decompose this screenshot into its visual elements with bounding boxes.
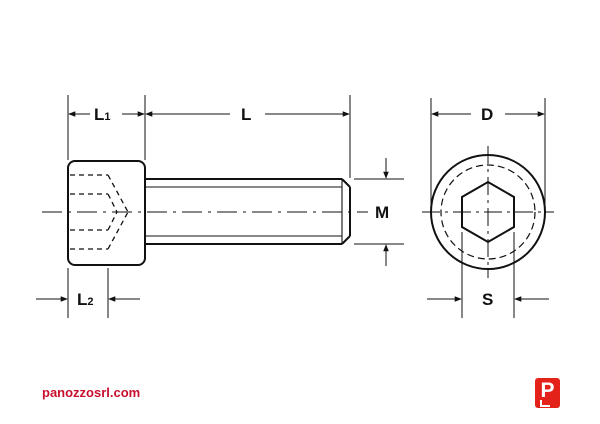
dimension-l1 [67, 95, 146, 160]
screw-head [67, 160, 146, 266]
dimension-l [145, 95, 351, 178]
label-s: S [482, 290, 493, 309]
website-link[interactable]: panozzosrl.com [42, 385, 141, 400]
logo-mark [540, 400, 550, 407]
logo-letter: P [540, 379, 555, 402]
label-m: M [375, 203, 389, 222]
screw-shank [145, 178, 351, 245]
head-chamfer-circle [440, 164, 536, 260]
label-d: D [481, 105, 493, 124]
dimension-s [427, 232, 549, 318]
label-l1: L1 [94, 105, 111, 124]
label-l: L [241, 105, 251, 124]
label-l2: L2 [77, 290, 94, 309]
socket-hidden-lines [70, 174, 129, 250]
dimension-d [430, 98, 546, 205]
panozzo-logo-icon: P [535, 378, 560, 408]
side-view [42, 160, 368, 266]
end-view [422, 146, 554, 278]
dimension-l2 [36, 268, 140, 318]
dimension-m [354, 158, 404, 266]
